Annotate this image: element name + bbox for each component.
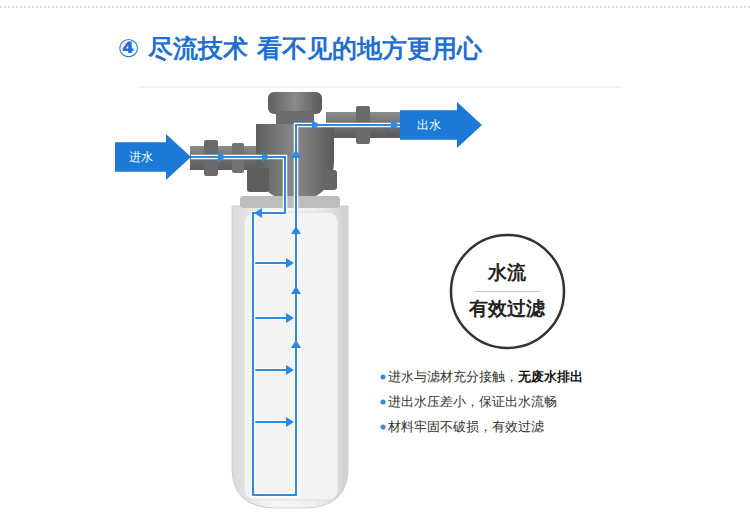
title: ④ 尽流技术 看不见的地方更用心 bbox=[118, 32, 482, 65]
flow-line bbox=[191, 125, 400, 495]
circle-outline bbox=[451, 235, 564, 348]
arrow-text-area: 进水 bbox=[115, 134, 166, 180]
bullet-line: 材料牢固不破损，有效过滤 bbox=[388, 418, 544, 435]
arrow-shape bbox=[400, 102, 482, 148]
bullet-line: 进水与滤材充分接触，无废水排出 bbox=[388, 368, 583, 385]
arrow-label: 出水 bbox=[417, 117, 441, 134]
divider-line bbox=[474, 291, 540, 292]
circle-text-area: 水流有效过滤 bbox=[449, 233, 566, 350]
circle-label: 有效过滤 bbox=[469, 296, 545, 322]
arrow-label: 进水 bbox=[129, 149, 153, 166]
arrow-fill bbox=[400, 102, 482, 148]
circle-shape bbox=[449, 233, 566, 350]
inlet-arrow: 进水 bbox=[115, 134, 191, 180]
arrowhead bbox=[391, 120, 400, 130]
outlet-arrow: 出水 bbox=[400, 102, 482, 148]
circle-label: 水流 bbox=[488, 260, 526, 286]
arrow-text-area: 出水 bbox=[400, 102, 457, 148]
arrow-shape bbox=[115, 134, 191, 180]
flow-line-halo bbox=[191, 125, 400, 495]
note-text: 进出水压差小，保证出水流畅 bbox=[388, 394, 557, 409]
note-text: 进水与滤材充分接触， bbox=[388, 369, 518, 384]
arrow-fill bbox=[115, 134, 191, 180]
bullet-line: 进出水压差小，保证出水流畅 bbox=[388, 393, 557, 410]
bold-note: 无废水排出 bbox=[518, 369, 583, 384]
feature-circle: 水流有效过滤 bbox=[449, 233, 566, 350]
water-flow-line bbox=[191, 120, 400, 495]
note-text: 材料牢固不破损，有效过滤 bbox=[388, 419, 544, 434]
